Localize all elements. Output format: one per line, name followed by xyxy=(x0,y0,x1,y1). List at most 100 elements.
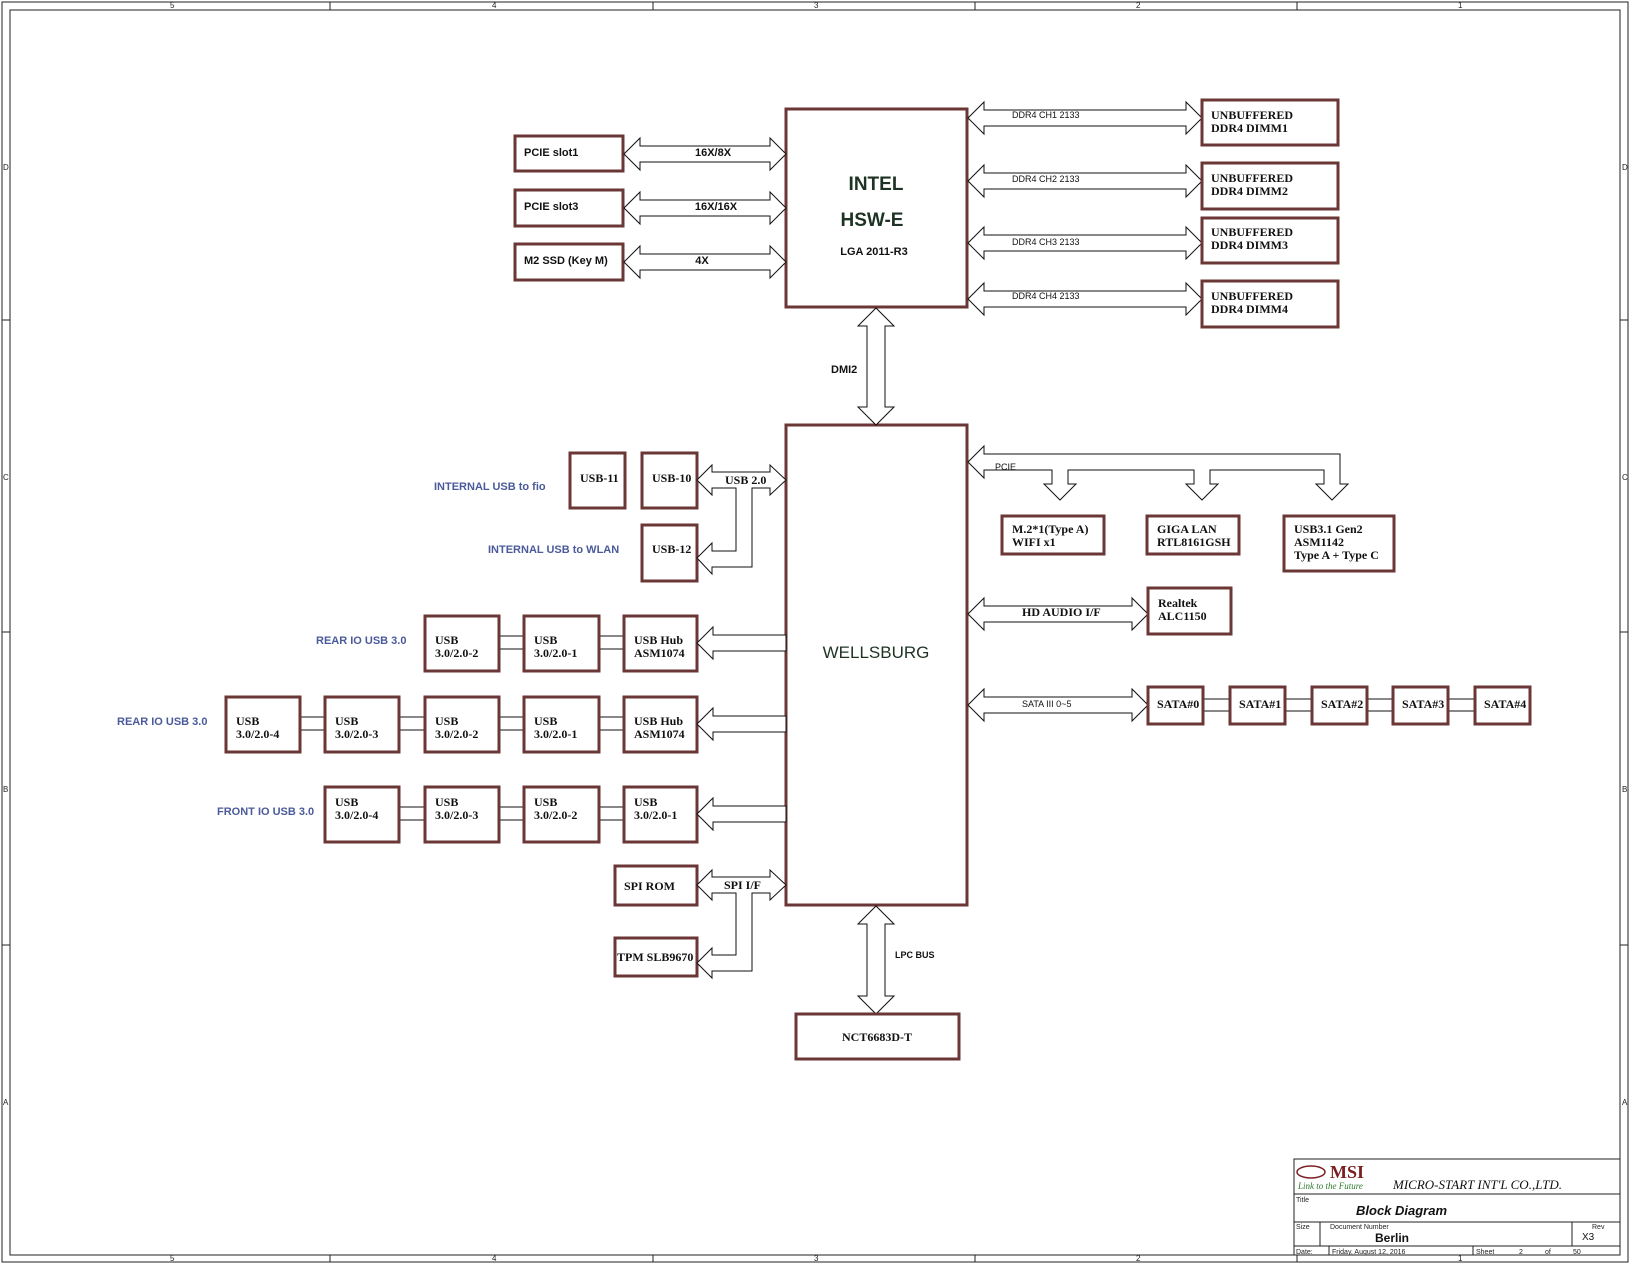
of-label: of xyxy=(1545,1249,1551,1256)
cpu-block: INTEL HSW-E LGA 2011-R3 xyxy=(784,107,969,309)
dimm3: DDR4 CH3 2133 UNBUFFERED DDR4 DIMM3 xyxy=(967,216,1340,265)
dimm2-line2: DDR4 DIMM2 xyxy=(1211,184,1288,198)
spi-bus-arrow xyxy=(696,868,787,980)
date-field-label: Date: xyxy=(1296,1249,1313,1256)
zone-row-d-right: D xyxy=(1622,163,1628,172)
pcie-slot1: PCIE slot1 16X/8X xyxy=(513,134,787,173)
lpc-group: LPC BUS NCT6683D-T xyxy=(794,905,961,1061)
pcie-slot1-link-arrow xyxy=(623,136,787,172)
rear1-hub-arrow xyxy=(696,625,787,661)
front-usb1-l2: 3.0/2.0-1 xyxy=(634,808,677,822)
rear2-usb4-l1: USB xyxy=(236,714,259,728)
rear2-usb1-l2: 3.0/2.0-1 xyxy=(534,727,577,741)
rear1-hub-l1: USB Hub xyxy=(634,633,683,647)
cpu-vendor: INTEL xyxy=(849,174,904,195)
lan-line2: RTL8161GSH xyxy=(1157,535,1231,549)
zone-row-a: A xyxy=(3,1098,9,1107)
m2-wifi-line1: M.2*1(Type A) xyxy=(1012,522,1088,536)
pcie-slot1-label: PCIE slot1 xyxy=(524,147,578,159)
audio-bus-label: HD AUDIO I/F xyxy=(1022,605,1101,619)
tpm-label: TPM SLB9670 xyxy=(617,950,693,964)
spi-rom-label: SPI ROM xyxy=(624,879,675,893)
rear2-hub-l2: ASM1074 xyxy=(634,727,685,741)
sata-group: SATA III 0~5 SATA#0 SATA#1 SATA#2 SATA#3… xyxy=(967,685,1532,726)
rear-usb-row1: REAR IO USB 3.0 USB 3.0/2.0-2 USB 3.0/2.… xyxy=(316,614,787,673)
zone-col-5-bottom: 5 xyxy=(170,1254,175,1263)
sata3-label: SATA#3 xyxy=(1402,697,1444,711)
front-usb-arrow xyxy=(696,796,787,832)
dimm1-bus: DDR4 CH1 2133 xyxy=(1012,110,1080,120)
msi-tagline: Link to the Future xyxy=(1297,1181,1363,1191)
front-usb2-l2: 3.0/2.0-2 xyxy=(534,808,577,822)
rear2-usb4-l2: 3.0/2.0-4 xyxy=(236,727,279,741)
title-block: MSI Link to the Future MICRO-START INT'L… xyxy=(1293,1158,1621,1256)
zone-row-a-right: A xyxy=(1622,1098,1628,1107)
zone-row-c: C xyxy=(3,473,9,482)
pcie-slot1-link: 16X/8X xyxy=(695,147,732,159)
dmi2-label: DMI2 xyxy=(831,364,857,376)
zone-row-b: B xyxy=(3,785,8,794)
zone-col-1: 1 xyxy=(1458,1,1463,10)
rear1-hub-l2: ASM1074 xyxy=(634,646,685,660)
rear2-usb1-l1: USB xyxy=(534,714,557,728)
pcie-bus-label: PCIE xyxy=(995,462,1016,472)
rear2-hub-l1: USB Hub xyxy=(634,714,683,728)
sata-bus-label: SATA III 0~5 xyxy=(1022,699,1071,709)
pch-block: WELLSBURG xyxy=(784,423,969,907)
usb11-label: USB-11 xyxy=(580,471,619,485)
lpc-arrow xyxy=(856,905,896,1015)
pcie-device-group: PCIE M.2*1(Type A) WIFI x1 GIGA LAN RTL8… xyxy=(967,444,1396,573)
m2-ssd-label: M2 SSD (Key M) xyxy=(524,255,608,267)
company-name: MICRO-START INT'L CO.,LTD. xyxy=(1392,1177,1562,1192)
zone-col-4-bottom: 4 xyxy=(492,1254,497,1263)
usb20-bus-arrow xyxy=(696,463,787,576)
dimm2-bus-arrow xyxy=(967,163,1203,199)
zone-col-2: 2 xyxy=(1136,1,1141,10)
usb31-line3: Type A + Type C xyxy=(1294,548,1379,562)
dimm3-bus: DDR4 CH3 2133 xyxy=(1012,237,1080,247)
usb20-bus-label: USB 2.0 xyxy=(725,473,766,487)
rear2-usb3-l1: USB xyxy=(335,714,358,728)
msi-logo: MSI Link to the Future xyxy=(1296,1162,1364,1191)
title-field-label: Title xyxy=(1296,1197,1309,1204)
dimm3-line2: DDR4 DIMM3 xyxy=(1211,238,1288,252)
sheet-title: Block Diagram xyxy=(1356,1203,1447,1218)
rear1-usb1-l1: USB xyxy=(534,633,557,647)
size-field-label: Size xyxy=(1296,1224,1310,1231)
sio-label: NCT6683D-T xyxy=(842,1030,912,1044)
dimm3-line1: UNBUFFERED xyxy=(1211,225,1293,239)
rear1-usb2-l1: USB xyxy=(435,633,458,647)
dimm2-bus: DDR4 CH2 2133 xyxy=(1012,174,1080,184)
rear2-hub-arrow xyxy=(696,706,787,742)
lan-line1: GIGA LAN xyxy=(1157,522,1217,536)
dimm4-bus-arrow xyxy=(967,281,1203,317)
front-usb2-l1: USB xyxy=(534,795,557,809)
dimm4-line2: DDR4 DIMM4 xyxy=(1211,302,1288,316)
dmi2-link: DMI2 xyxy=(831,307,896,426)
sheet-field-label: Sheet xyxy=(1476,1249,1494,1256)
dimm4-bus: DDR4 CH4 2133 xyxy=(1012,291,1080,301)
usb20-group: INTERNAL USB to fio INTERNAL USB to WLAN… xyxy=(434,451,787,583)
pch-label: WELLSBURG xyxy=(823,643,930,662)
usb-fio-note: INTERNAL USB to fio xyxy=(434,481,546,493)
zone-row-b-right: B xyxy=(1622,785,1627,794)
spi-group: SPI ROM TPM SLB9670 SPI I/F xyxy=(613,864,787,980)
m2-ssd-link: 4X xyxy=(695,255,709,267)
dimm4: DDR4 CH4 2133 UNBUFFERED DDR4 DIMM4 xyxy=(967,279,1340,329)
usb12-label: USB-12 xyxy=(652,542,691,556)
rear2-usb2-l1: USB xyxy=(435,714,458,728)
zone-row-c-right: C xyxy=(1622,473,1628,482)
codec-line2: ALC1150 xyxy=(1158,609,1207,623)
pcie-slot3-link: 16X/16X xyxy=(695,201,738,213)
sheet-total: 50 xyxy=(1573,1249,1581,1256)
msi-logo-text: MSI xyxy=(1330,1162,1364,1182)
date-value: Friday, August 12, 2016 xyxy=(1332,1249,1406,1256)
sheet-number: 2 xyxy=(1519,1249,1523,1256)
sata1-label: SATA#1 xyxy=(1239,697,1281,711)
pcie-bus-arrow xyxy=(967,444,1350,501)
pcie-slot3: PCIE slot3 16X/16X xyxy=(513,188,787,228)
dimm1-line2: DDR4 DIMM1 xyxy=(1211,121,1288,135)
revision: X3 xyxy=(1582,1232,1595,1243)
sata2-label: SATA#2 xyxy=(1321,697,1363,711)
